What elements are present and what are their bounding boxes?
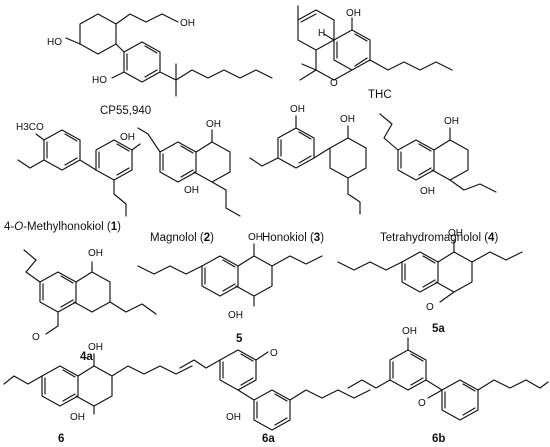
c6a-methoxy-label: O xyxy=(270,348,278,359)
structure-thc xyxy=(297,5,453,81)
caption-cp55940: CP55,940 xyxy=(100,105,151,117)
structure-compound-4a xyxy=(23,249,157,335)
c4a-oh-label: OH xyxy=(88,248,103,259)
structure-compound-3 xyxy=(249,115,367,215)
cp55940-ho-label: HO xyxy=(47,37,62,48)
caption-compound-4: Tetrahydromagnolol (4) xyxy=(380,232,498,244)
c6a-oh-label: OH xyxy=(226,412,241,423)
caption-compound-6: 6 xyxy=(58,433,64,445)
caption-compound-6a: 6a xyxy=(262,433,275,445)
c4-oh-bottom-label: OH xyxy=(420,186,435,197)
cp55940-phenol-ho-label: HO xyxy=(92,75,107,86)
caption-compound-5: 5 xyxy=(236,333,243,345)
structure-compound-5 xyxy=(137,243,323,307)
thc-o-label: O xyxy=(330,78,338,89)
structure-compound-4 xyxy=(379,113,497,193)
structure-compound-1 xyxy=(17,129,141,217)
structure-compound-6 xyxy=(3,353,193,415)
caption-thc: THC xyxy=(368,89,392,101)
c2-oh-top-label: OH xyxy=(206,119,221,130)
structure-compound-5a xyxy=(337,239,523,303)
caption-compound-2: Magnolol (2) xyxy=(150,232,214,244)
c1-methoxy-label: H3CO xyxy=(16,122,44,133)
thc-oh-label: OH xyxy=(346,8,361,19)
c5a-methoxy-label: O xyxy=(426,302,434,313)
c4-oh-top-label: OH xyxy=(444,116,459,127)
caption-compound-5a: 5a xyxy=(432,323,445,335)
structure-compound-2 xyxy=(137,127,241,217)
structure-compound-6a xyxy=(179,349,371,431)
c5-oh-top-label: OH xyxy=(248,232,263,243)
c6-oh-bottom-label: OH xyxy=(70,412,85,423)
caption-compound-6b: 6b xyxy=(432,433,445,445)
c4a-methoxy-label: O xyxy=(32,332,40,343)
c5a-oh-label: OH xyxy=(448,228,463,239)
c3-oh-right-label: OH xyxy=(340,114,355,125)
c6-oh-top-label: OH xyxy=(88,342,103,353)
caption-compound-3: Honokiol (3) xyxy=(262,232,324,244)
caption-compound-1: 4-O-Methylhonokiol (1) xyxy=(4,221,121,233)
c2-oh-bottom-label: OH xyxy=(184,185,199,196)
c6b-methoxy-label: O xyxy=(418,398,426,409)
cp55940-oh-label: OH xyxy=(180,18,195,29)
c3-oh-left-label: OH xyxy=(290,104,305,115)
structure-cp55940 xyxy=(65,13,273,97)
c6b-oh-label: OH xyxy=(402,326,417,337)
thc-h-label: H xyxy=(318,28,325,39)
c5-oh-bottom-label: OH xyxy=(228,310,243,321)
c1-oh-label: OH xyxy=(120,132,135,143)
caption-compound-4a: 4a xyxy=(80,351,93,363)
structure-compound-6b xyxy=(347,337,549,421)
